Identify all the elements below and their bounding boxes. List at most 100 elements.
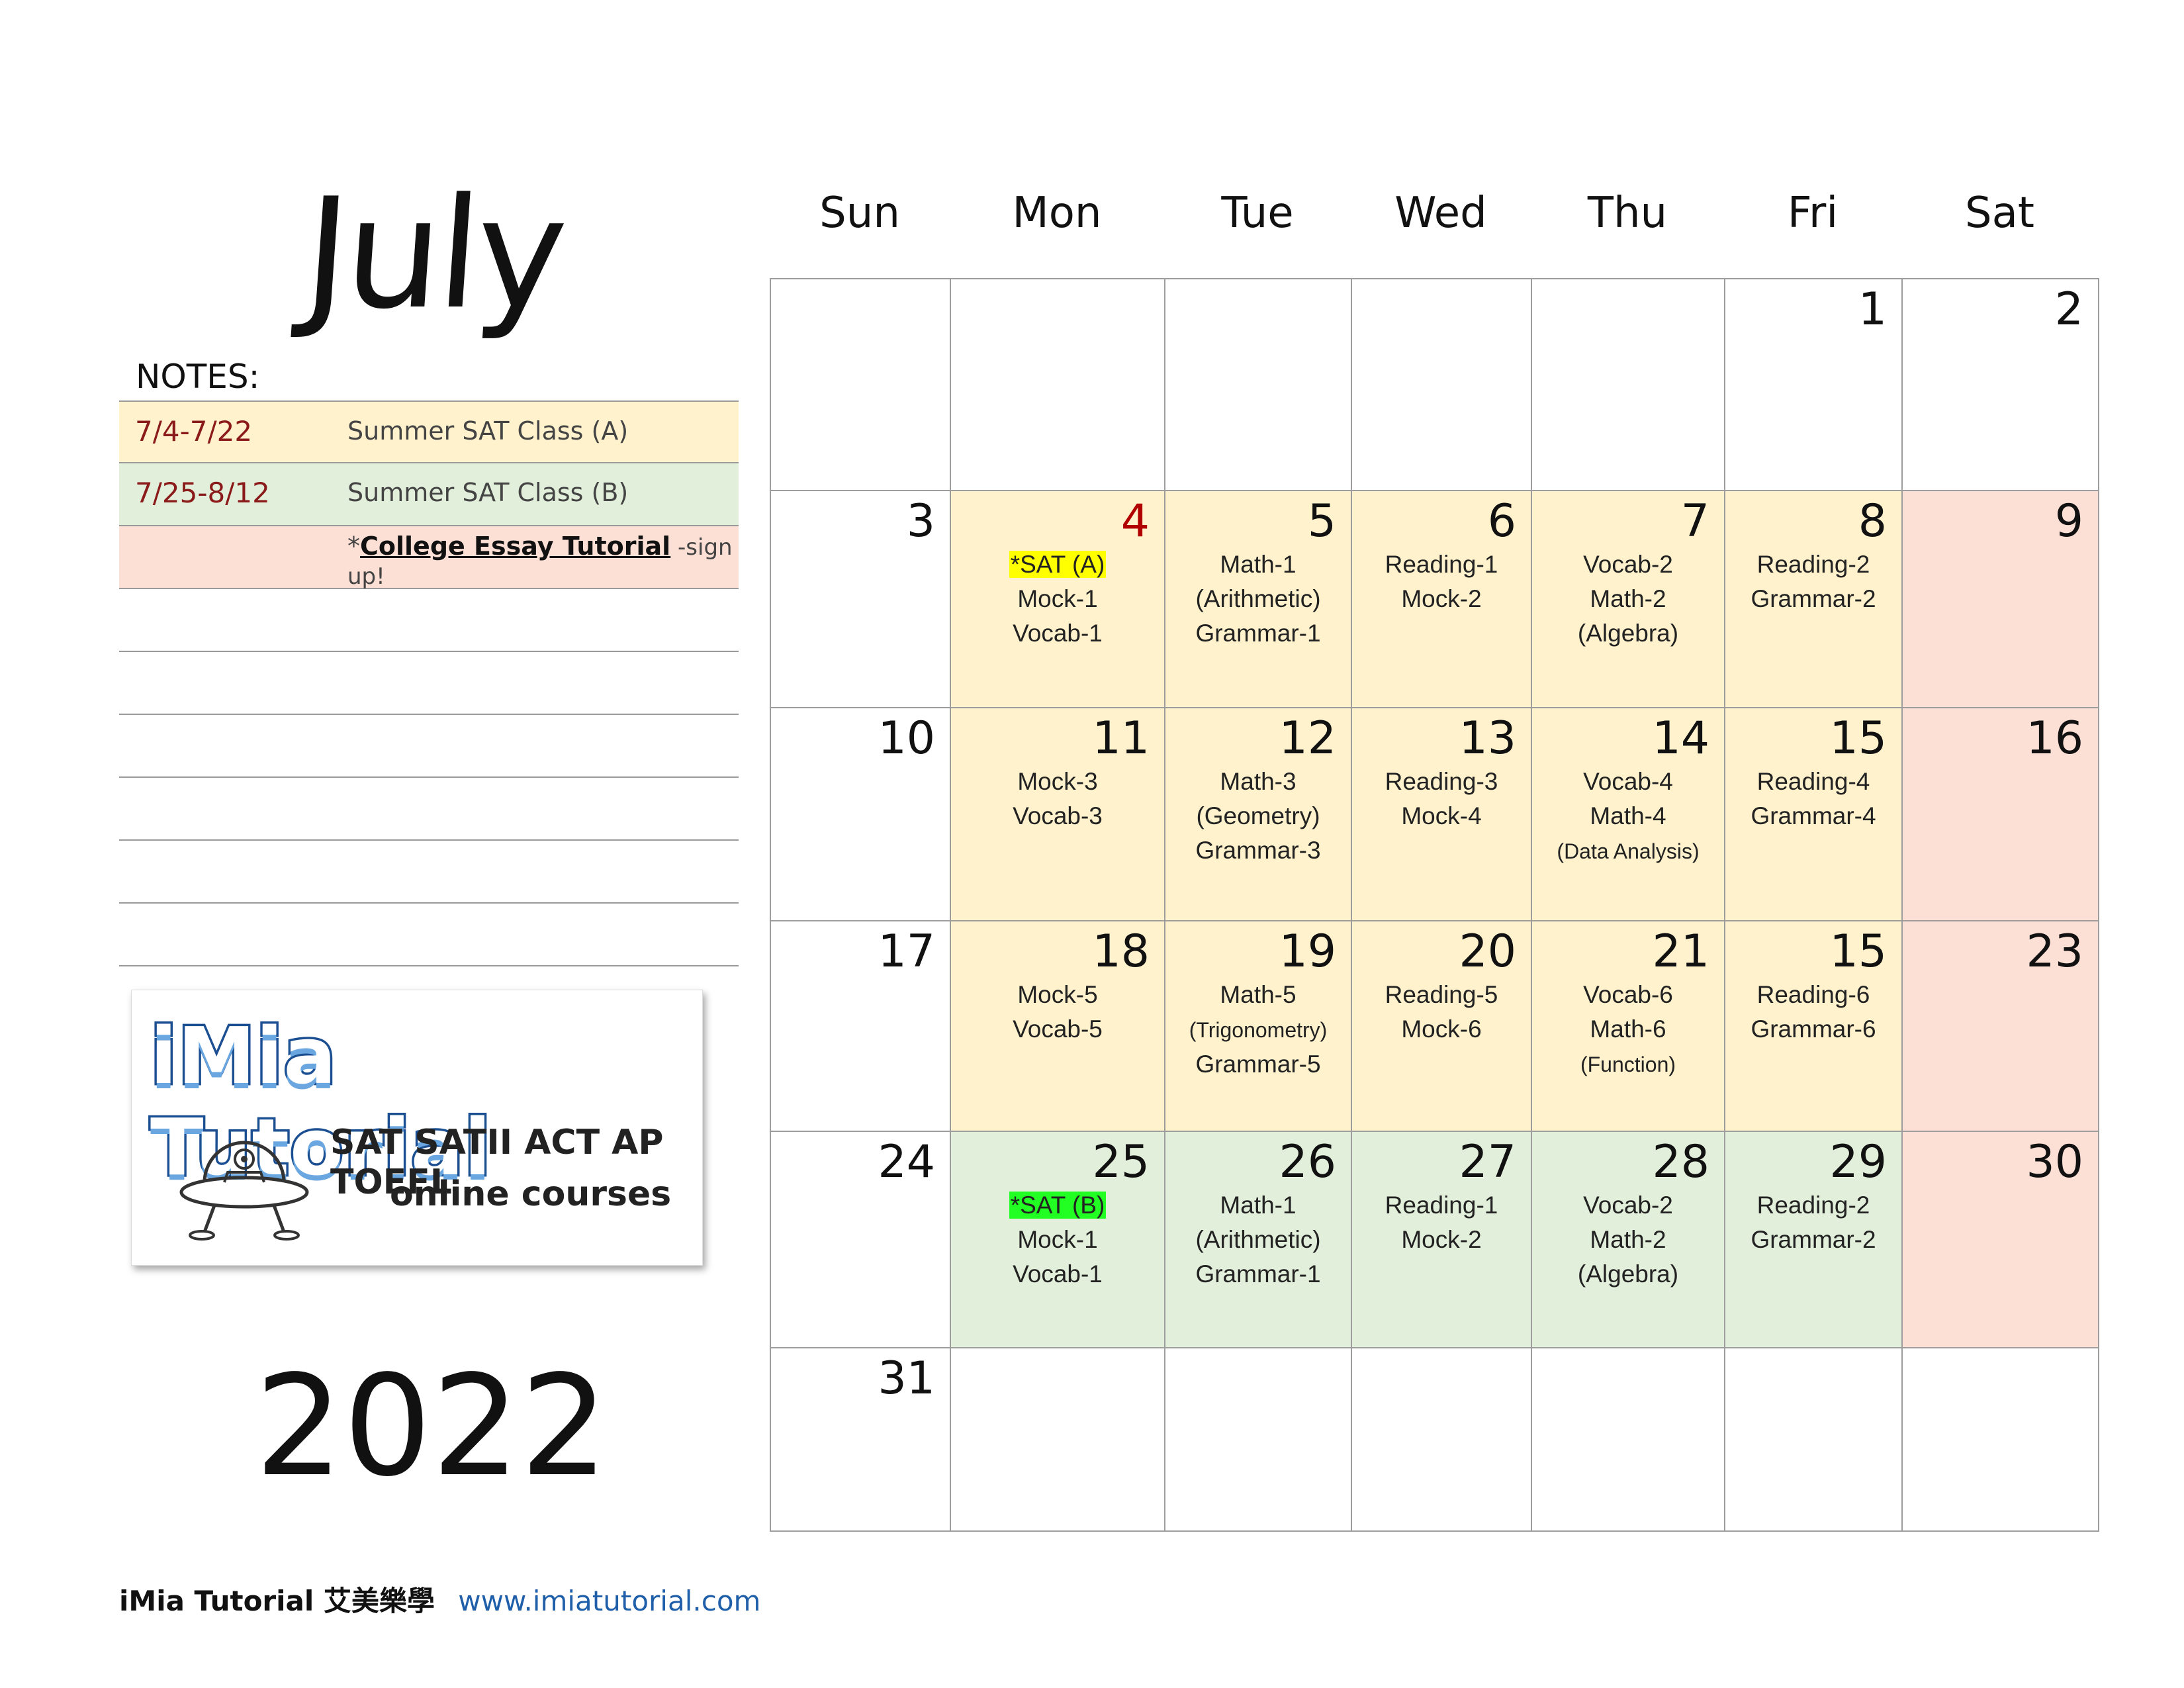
event-text: Mock-1 bbox=[1017, 1226, 1098, 1253]
event-line: (Algebra) bbox=[1532, 1257, 1724, 1291]
event-line: Vocab-6 bbox=[1532, 978, 1724, 1012]
day-number: 24 bbox=[878, 1136, 935, 1188]
logo-subtitle: SAT SATII ACT AP TOEFL bbox=[330, 1123, 664, 1202]
day-cell[interactable]: 23 bbox=[1901, 920, 2099, 1132]
day-cell[interactable] bbox=[1164, 278, 1352, 491]
event-line: Grammar-3 bbox=[1165, 833, 1351, 868]
weekday-sat: Sat bbox=[1965, 189, 2034, 238]
note-line[interactable] bbox=[119, 904, 739, 966]
event-text: Math-5 bbox=[1220, 981, 1297, 1008]
day-cell[interactable]: 30 bbox=[1901, 1131, 2099, 1348]
event-line: Mock-3 bbox=[951, 765, 1164, 799]
day-cell[interactable]: 24 bbox=[770, 1131, 951, 1348]
event-line: Math-6 bbox=[1532, 1012, 1724, 1047]
day-cell[interactable]: 2 bbox=[1901, 278, 2099, 491]
day-cell[interactable] bbox=[1351, 1347, 1532, 1532]
note-text: Summer SAT Class (B) bbox=[347, 478, 629, 507]
day-cell[interactable] bbox=[1351, 278, 1532, 491]
event-line: Math-5 bbox=[1165, 978, 1351, 1012]
event-line: Math-1 bbox=[1165, 1188, 1351, 1223]
note-line[interactable] bbox=[119, 589, 739, 652]
event-line: Vocab-1 bbox=[951, 1257, 1164, 1291]
event-text: Math-1 bbox=[1220, 1192, 1297, 1219]
event-line: (Data Analysis) bbox=[1532, 833, 1724, 868]
event-text: Grammar-2 bbox=[1751, 585, 1876, 612]
event-line: Math-3 bbox=[1165, 765, 1351, 799]
event-line: Grammar-1 bbox=[1165, 616, 1351, 651]
event-text: Vocab-2 bbox=[1583, 1192, 1673, 1219]
event-text: Math-2 bbox=[1590, 1226, 1666, 1253]
day-cell[interactable] bbox=[1531, 1347, 1725, 1532]
note-line[interactable] bbox=[119, 778, 739, 841]
day-number: 17 bbox=[878, 925, 935, 978]
day-cell[interactable] bbox=[1724, 1347, 1903, 1532]
event-line: (Arithmetic) bbox=[1165, 582, 1351, 616]
event-text: Vocab-1 bbox=[1013, 620, 1103, 647]
event-line: Reading-1 bbox=[1352, 547, 1531, 582]
event-line: Mock-5 bbox=[951, 978, 1164, 1012]
event-line: Vocab-1 bbox=[951, 616, 1164, 651]
website-link[interactable]: www.imiatutorial.com bbox=[458, 1585, 761, 1617]
note-row: 7/4-7/22 Summer SAT Class (A) bbox=[119, 400, 739, 463]
event-line: Reading-1 bbox=[1352, 1188, 1531, 1223]
day-cell[interactable]: 31 bbox=[770, 1347, 951, 1532]
day-number: 28 bbox=[1652, 1136, 1709, 1188]
day-cell[interactable] bbox=[1164, 1347, 1352, 1532]
footer-brand: iMia Tutorial 艾美樂學 bbox=[119, 1585, 435, 1617]
day-cell[interactable]: 10 bbox=[770, 707, 951, 921]
day-cell[interactable]: 1 bbox=[1724, 278, 1903, 491]
event-list: Math-5(Trigonometry)Grammar-5 bbox=[1165, 978, 1351, 1082]
day-cell[interactable] bbox=[950, 278, 1165, 491]
day-cell[interactable] bbox=[950, 1347, 1165, 1532]
event-list: Math-3(Geometry)Grammar-3 bbox=[1165, 765, 1351, 868]
note-line[interactable] bbox=[119, 715, 739, 778]
day-cell[interactable]: 3 bbox=[770, 490, 951, 708]
event-text: Math-2 bbox=[1590, 585, 1666, 612]
event-text: Mock-2 bbox=[1401, 1226, 1482, 1253]
event-line: Grammar-6 bbox=[1725, 1012, 1901, 1047]
day-cell[interactable]: 16 bbox=[1901, 707, 2099, 921]
notes-heading: NOTES: bbox=[136, 357, 260, 396]
note-date: 7/4-7/22 bbox=[135, 415, 253, 447]
event-text: Reading-5 bbox=[1385, 981, 1498, 1008]
college-essay-link[interactable]: College Essay Tutorial bbox=[360, 532, 671, 561]
day-cell[interactable]: 9 bbox=[1901, 490, 2099, 708]
day-cell[interactable] bbox=[770, 278, 951, 491]
day-number: 15 bbox=[1829, 712, 1887, 765]
note-suffix: -sign up! bbox=[347, 534, 733, 590]
month-title: July bbox=[298, 166, 569, 343]
event-text: Mock-6 bbox=[1401, 1015, 1482, 1043]
event-text: Reading-6 bbox=[1756, 981, 1870, 1008]
note-line[interactable] bbox=[119, 652, 739, 715]
day-cell[interactable] bbox=[1531, 278, 1725, 491]
day-number: 18 bbox=[1092, 925, 1150, 978]
day-number: 4 bbox=[1120, 495, 1150, 547]
event-text: Vocab-5 bbox=[1013, 1015, 1103, 1043]
note-line[interactable] bbox=[119, 841, 739, 904]
day-cell[interactable] bbox=[1901, 1347, 2099, 1532]
day-cell[interactable]: 17 bbox=[770, 920, 951, 1132]
note-date: 7/25-8/12 bbox=[135, 477, 270, 509]
